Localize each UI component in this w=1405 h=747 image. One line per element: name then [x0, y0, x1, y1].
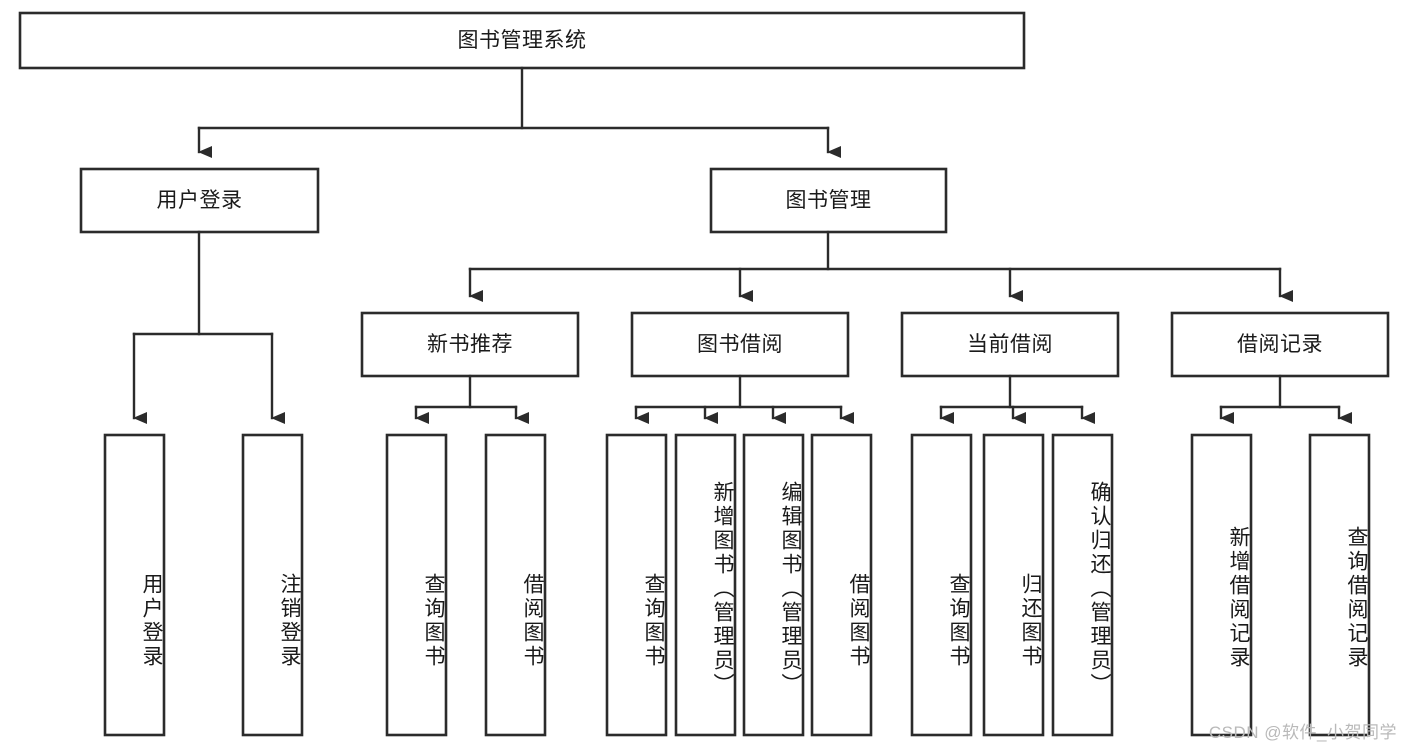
node-box-leaf-add-book[interactable] [674, 433, 737, 737]
node-box-leaf-edit-book[interactable] [742, 433, 805, 737]
watermark-text: CSDN @软件_小贺同学 [1208, 723, 1397, 742]
node-box-current-borrow[interactable] [900, 311, 1120, 378]
node-current-borrow[interactable] [902, 313, 1118, 376]
node-box-leaf-logout[interactable] [241, 433, 304, 737]
node-box-user-login[interactable] [79, 167, 320, 234]
node-box-leaf-confirm-return[interactable] [1051, 433, 1114, 737]
node-box-leaf-borrow-book-1[interactable] [484, 433, 547, 737]
node-box-leaf-query-book-2[interactable] [605, 433, 668, 737]
node-box-leaf-borrow-book-2[interactable] [810, 433, 873, 737]
node-box-leaf-query-record[interactable] [1308, 433, 1371, 737]
node-box-leaf-add-record[interactable] [1190, 433, 1253, 737]
node-book-management[interactable] [711, 169, 946, 232]
node-borrow-records[interactable] [1172, 313, 1388, 376]
node-box-leaf-return-book[interactable] [982, 433, 1045, 737]
node-box-root[interactable] [18, 11, 1026, 70]
node-box-leaf-user-login[interactable] [103, 433, 166, 737]
node-new-book-recommend[interactable] [362, 313, 578, 376]
node-box-new-book-recommend[interactable] [360, 311, 580, 378]
node-box-leaf-query-book-3[interactable] [910, 433, 973, 737]
node-box-leaf-query-book-1[interactable] [385, 433, 448, 737]
node-root[interactable] [20, 13, 1024, 68]
node-user-login[interactable] [81, 169, 318, 232]
node-book-borrow[interactable] [632, 313, 848, 376]
